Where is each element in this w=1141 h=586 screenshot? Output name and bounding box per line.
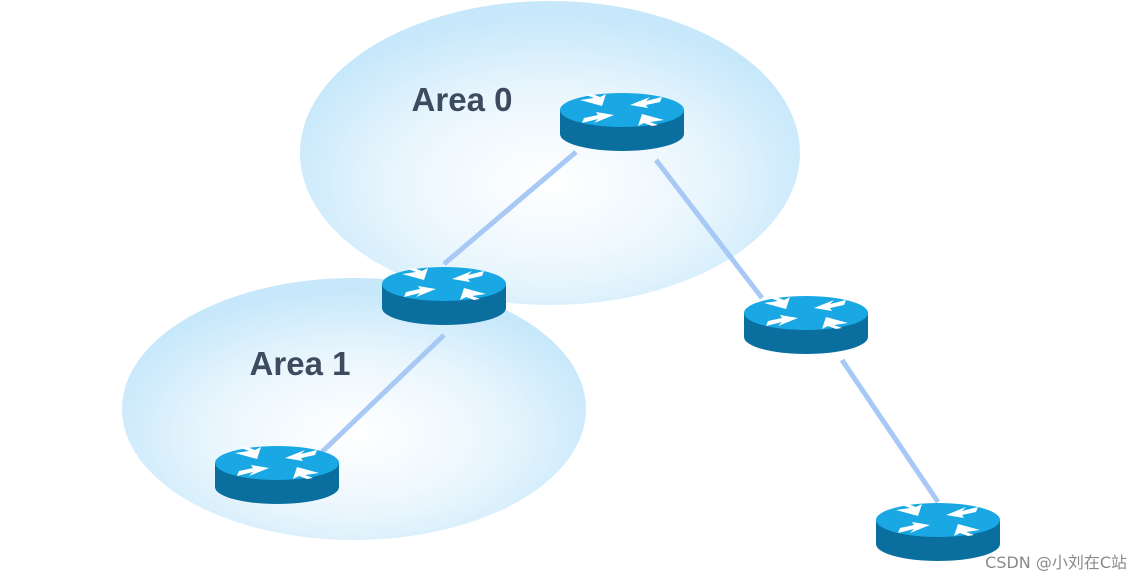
router-icon[interactable] <box>215 446 339 504</box>
router-icon[interactable] <box>382 267 506 325</box>
link-right-bottom <box>839 358 941 504</box>
area-1-label: Area 1 <box>250 345 351 382</box>
link-abr-area1 <box>320 333 446 454</box>
area-1-region <box>122 278 586 540</box>
router-icon[interactable] <box>744 296 868 354</box>
router-icon[interactable] <box>560 93 684 151</box>
link-area0-right <box>654 158 764 300</box>
link-area0-abr <box>442 150 578 266</box>
watermark: CSDN @小刘在C站 <box>985 553 1127 572</box>
router-icon[interactable] <box>876 503 1000 561</box>
area-0-label: Area 0 <box>412 81 513 118</box>
area-0-region <box>300 1 800 305</box>
